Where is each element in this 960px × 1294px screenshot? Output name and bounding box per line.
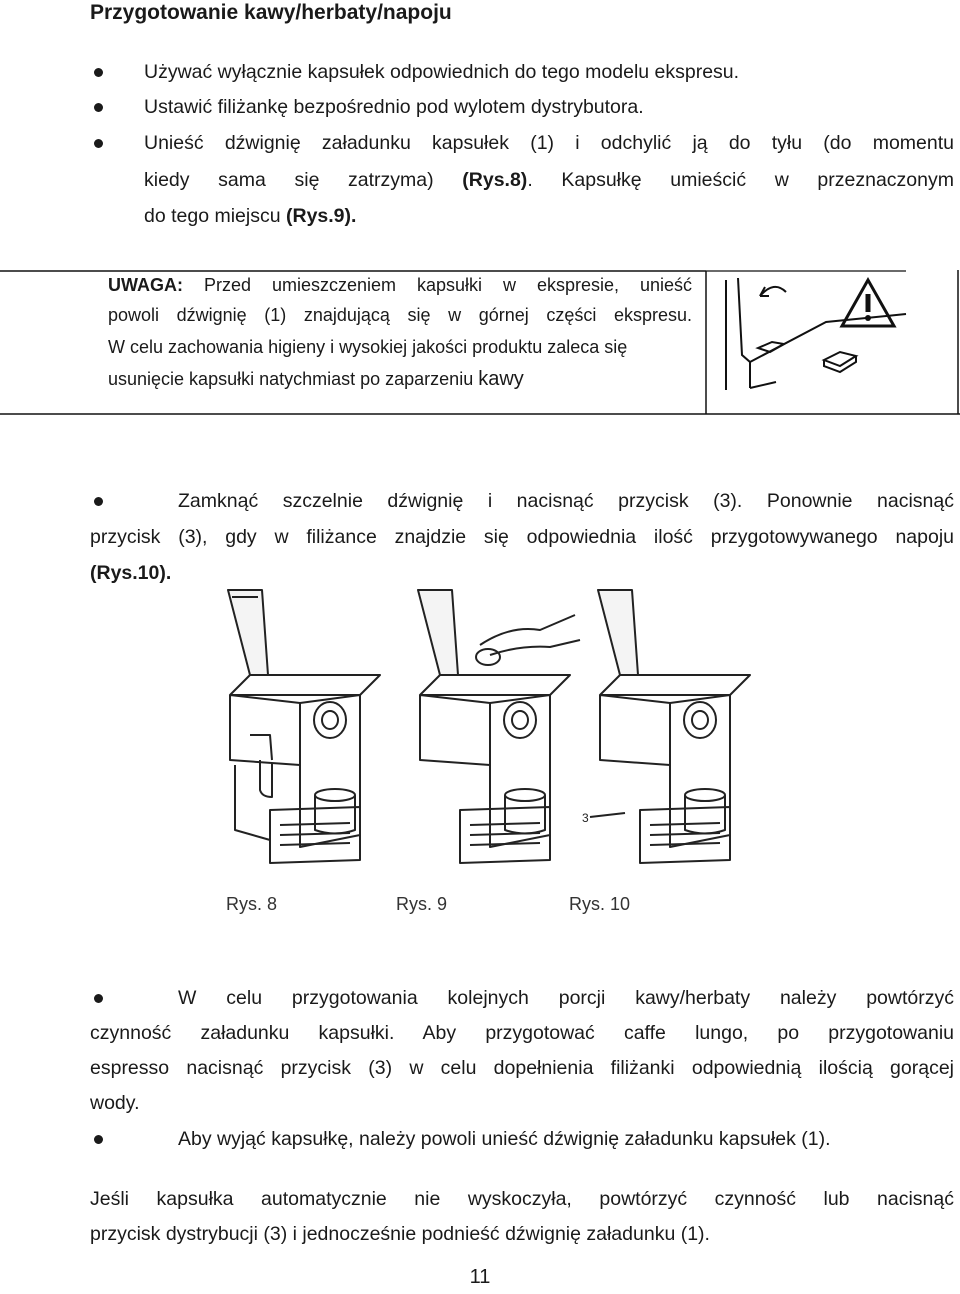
bullet-icon xyxy=(94,994,103,1003)
text-run: kiedy sama się zatrzyma) xyxy=(144,169,434,191)
warning-line-1: UWAGA: Przed umieszczeniem kapsułki w ek… xyxy=(108,274,692,296)
warning-box-frame xyxy=(0,270,960,415)
bullet-text-2: Ustawić filiżankę bezpośrednio pod wylot… xyxy=(144,96,644,118)
text-run: kawy xyxy=(478,368,524,390)
figure-caption-rys8: Rys. 8 xyxy=(226,894,278,914)
mid-text-line-3: (Rys.10). xyxy=(90,562,172,584)
exclamation-icon xyxy=(865,294,871,312)
bullet-icon xyxy=(94,68,103,77)
bullet-text-1: Używać wyłącznie kapsułek odpowiednich d… xyxy=(144,61,740,83)
warning-label: UWAGA: xyxy=(108,275,183,295)
mid-text-line-1: Zamknąć szczelnie dźwignię i nacisnąć pr… xyxy=(178,490,954,512)
warning-line-2: powoli dźwignię (1) znajdującą się w gór… xyxy=(108,305,692,325)
figure-ref: (Rys.9). xyxy=(286,205,357,227)
bullet-icon xyxy=(94,139,103,148)
page-number: 11 xyxy=(469,1266,491,1288)
callout-label: 3 xyxy=(582,811,589,825)
warning-box: UWAGA: Przed umieszczeniem kapsułki w ek… xyxy=(0,270,960,416)
text-run: . Kapsułkę umieścić w przeznaczonym xyxy=(527,169,954,191)
bullet-text-3-line-2: kiedy sama się zatrzyma) (Rys.8). Kapsuł… xyxy=(144,168,954,192)
hand-drawing xyxy=(479,614,581,656)
bullet-text-3-line-1: Unieść dźwignię załadunku kapsułek (1) i… xyxy=(144,132,954,154)
bottom-p1-line-1: W celu przygotowania kolejnych porcji ka… xyxy=(178,987,954,1009)
warning-line-3: W celu zachowania higieny i wysokiej jak… xyxy=(108,337,628,357)
text-run: usunięcie kapsułki natychmiast po zaparz… xyxy=(108,369,474,389)
bullet-icon xyxy=(94,497,103,506)
machine-drawing-rys9 xyxy=(417,589,581,864)
capsule-lever-illustration xyxy=(725,276,907,390)
bullet-text-3-line-3: do tego miejscu (Rys.9). xyxy=(144,204,356,228)
bottom-p2: Aby wyjąć kapsułkę, należy powoli unieść… xyxy=(178,1128,831,1150)
bottom-p1-line-4: wody. xyxy=(90,1092,140,1114)
coffee-machine-figures: 3 xyxy=(227,589,751,864)
bullet-icon xyxy=(94,1135,103,1144)
figure-ref: (Rys.8) xyxy=(462,169,528,191)
machine-drawing-rys8 xyxy=(227,589,381,864)
bottom-p1-line-2: czynność załadunku kapsułki. Aby przygot… xyxy=(90,1022,954,1044)
section-title: Przygotowanie kawy/herbaty/napoju xyxy=(90,1,452,24)
warning-line-4: usunięcie kapsułki natychmiast po zaparz… xyxy=(108,368,524,390)
figure-caption-rys10: Rys. 10 xyxy=(569,894,631,914)
bottom-p3-line-1: Jeśli kapsułka automatycznie nie wyskocz… xyxy=(90,1188,954,1210)
mid-text-line-2: przycisk (3), gdy w filiżance znajdzie s… xyxy=(90,526,954,548)
bullet-icon xyxy=(94,103,103,112)
bottom-p3-line-2: przycisk dystrybucji (3) i jednocześnie … xyxy=(90,1223,710,1245)
text-run: do tego miejscu xyxy=(144,205,281,227)
machine-drawing-rys10 xyxy=(589,589,751,864)
bottom-p1-line-3: espresso nacisnąć przycisk (3) w celu do… xyxy=(90,1057,954,1079)
warning-triangle-icon xyxy=(839,276,897,328)
text-run: Przed umieszczeniem kapsułki w ekspresie… xyxy=(203,275,692,295)
figure-caption-rys9: Rys. 9 xyxy=(396,894,448,914)
